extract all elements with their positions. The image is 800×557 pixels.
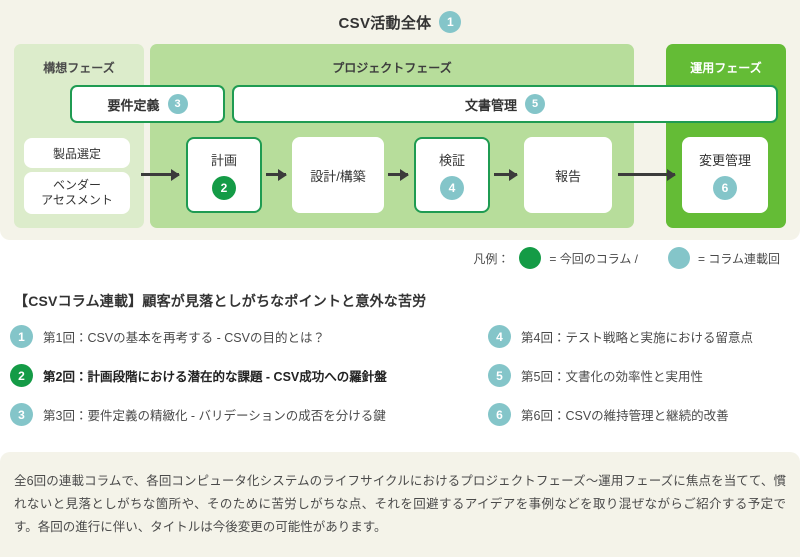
legend-series-text: = コラム連載回: [698, 251, 780, 266]
legend-current-dot-icon: [519, 247, 542, 269]
diagram-title-text: CSV活動全体: [338, 14, 432, 32]
list-item-badge: 6: [488, 403, 511, 426]
list-item[interactable]: 4 第4回：テスト戦略と実施における留意点: [488, 325, 794, 348]
node-verification: 検証 4: [414, 137, 490, 213]
phase-project-label: プロジェクトフェーズ: [332, 61, 452, 75]
list-item[interactable]: 1 第1回：CSVの基本を再考する - CSVの目的とは？: [10, 325, 480, 348]
phase-operation-label: 運用フェーズ: [690, 61, 762, 75]
arrow-right-icon: [494, 173, 517, 176]
list-item-label: 第1回：CSVの基本を再考する - CSVの目的とは？: [43, 331, 325, 345]
diagram-panel: CSV活動全体 1 構想フェーズ プロジェクトフェーズ 運用フェーズ 要件定義 …: [0, 0, 800, 240]
list-item[interactable]: 3 第3回：要件定義の精緻化 - バリデーションの成否を分ける鍵: [10, 403, 480, 426]
legend-current-text: = 今回のコラム /: [549, 251, 639, 266]
list-item[interactable]: 2 第2回：計画段階における潜在的な課題 - CSV成功への羅針盤: [10, 364, 480, 387]
list-item-badge: 1: [10, 325, 33, 348]
bar-documents: 文書管理 5: [232, 85, 778, 123]
arrow-right-icon: [388, 173, 408, 176]
phase-concept-label: 構想フェーズ: [43, 61, 115, 75]
legend-label: 凡例：: [473, 251, 510, 266]
arrow-right-icon: [618, 173, 675, 176]
list-item-label: 第5回：文書化の効率性と実用性: [521, 370, 703, 384]
bar-requirements-label: 要件定義: [107, 97, 160, 113]
diagram-title: CSV活動全体 1: [0, 11, 800, 33]
list-item-label: 第3回：要件定義の精緻化 - バリデーションの成否を分ける鍵: [43, 409, 386, 423]
node-design-build: 設計/構築: [292, 137, 384, 213]
node-change-management-badge: 6: [713, 176, 737, 200]
list-item-badge: 2: [10, 364, 33, 387]
node-plan: 計画 2: [186, 137, 262, 213]
column-list-right: 4 第4回：テスト戦略と実施における留意点 5 第5回：文書化の効率性と実用性 …: [488, 325, 794, 426]
arrow-right-icon: [141, 173, 179, 176]
legend: 凡例： = 今回のコラム / = コラム連載回: [0, 245, 800, 271]
list-item-label: 第2回：計画段階における潜在的な課題 - CSV成功への羅針盤: [43, 370, 387, 384]
node-report-label: 報告: [554, 168, 581, 184]
list-item-label: 第6回：CSVの維持管理と継続的改善: [521, 409, 729, 423]
list-item-badge: 4: [488, 325, 511, 348]
list-item-badge: 3: [10, 403, 33, 426]
node-design-build-label: 設計/構築: [310, 168, 366, 184]
legend-series-dot-icon: [668, 247, 691, 269]
list-item[interactable]: 6 第6回：CSVの維持管理と継続的改善: [488, 403, 794, 426]
content-title: 【CSVコラム連載】顧客が見落としがちなポイントと意外な苦労: [14, 293, 427, 309]
node-plan-badge: 2: [212, 176, 236, 200]
node-change-management: 変更管理 6: [682, 137, 768, 213]
bar-requirements: 要件定義 3: [70, 85, 225, 123]
node-product-selection: 製品選定: [24, 138, 130, 168]
diagram-title-badge: 1: [439, 11, 462, 33]
node-change-management-label: 変更管理: [698, 153, 751, 168]
list-item-badge: 5: [488, 364, 511, 387]
footer-note: 全6回の連載コラムで、各回コンピュータ化システムのライフサイクルにおけるプロジェ…: [0, 452, 800, 557]
node-verification-label: 検証: [438, 153, 465, 168]
arrow-right-icon: [266, 173, 286, 176]
bar-documents-badge: 5: [525, 94, 545, 114]
bar-documents-label: 文書管理: [464, 97, 517, 113]
node-verification-badge: 4: [440, 176, 464, 200]
node-product-selection-label: 製品選定: [52, 146, 101, 161]
node-report: 報告: [524, 137, 612, 213]
bar-requirements-badge: 3: [167, 94, 188, 114]
node-vendor-assessment: ベンダー アセスメント: [24, 172, 130, 214]
node-plan-label: 計画: [210, 153, 237, 168]
content-section: 【CSVコラム連載】顧客が見落としがちなポイントと意外な苦労 1 第1回：CSV…: [0, 278, 800, 452]
node-vendor-assessment-label: ベンダー アセスメント: [41, 178, 113, 207]
list-item[interactable]: 5 第5回：文書化の効率性と実用性: [488, 364, 794, 387]
list-item-label: 第4回：テスト戦略と実施における留意点: [521, 331, 753, 345]
column-list-left: 1 第1回：CSVの基本を再考する - CSVの目的とは？ 2 第2回：計画段階…: [10, 325, 480, 426]
